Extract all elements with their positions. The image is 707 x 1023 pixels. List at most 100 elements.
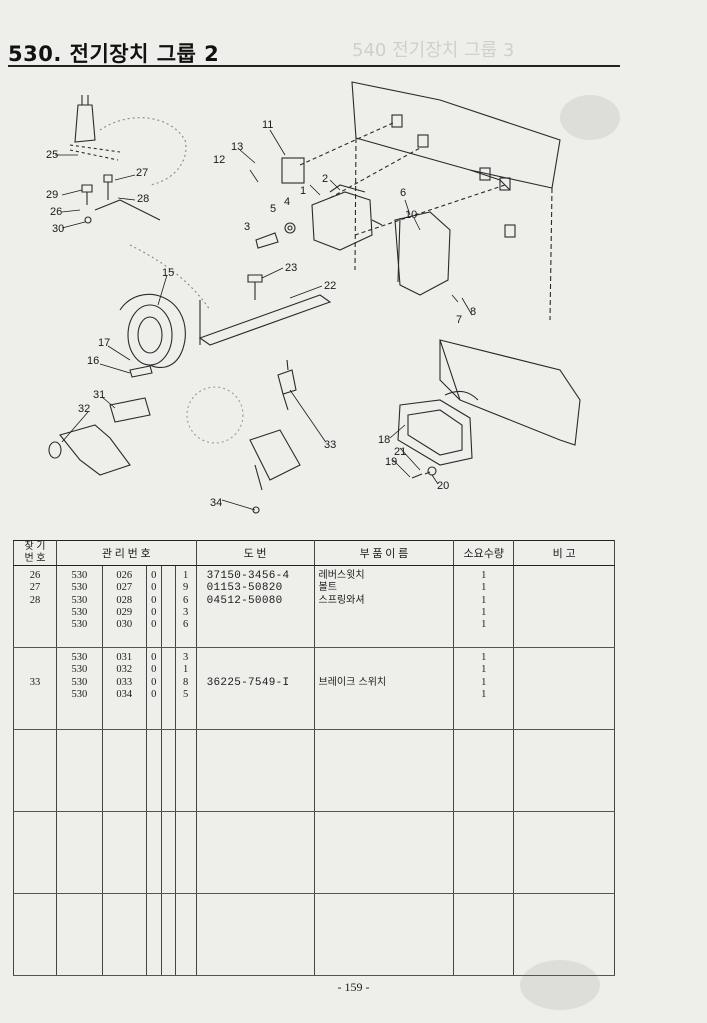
- flasher-part-10: [394, 211, 451, 296]
- cell-line: [319, 664, 454, 676]
- cell-line: 530: [71, 582, 88, 594]
- remarks-cell: [513, 893, 615, 976]
- cell-line: 1: [481, 594, 487, 606]
- cell-line: 3: [183, 606, 189, 618]
- ref-cell: 33: [13, 647, 57, 730]
- remarks-cell: [513, 647, 615, 730]
- svg-text:17: 17: [98, 337, 110, 349]
- svg-text:11: 11: [262, 119, 273, 131]
- digit2-cell: [160, 565, 176, 648]
- cell-line: 37150-3456-4: [206, 570, 290, 582]
- svg-text:29: 29: [46, 189, 58, 201]
- cell-line: 0: [151, 582, 157, 594]
- header-management-no: 관 리 번 호: [55, 540, 197, 566]
- svg-text:10: 10: [405, 209, 417, 221]
- panel-outline: [351, 81, 561, 189]
- cell-line: 1: [481, 688, 487, 700]
- cell-line: 034: [116, 688, 133, 700]
- cell-line: [14, 689, 56, 701]
- cell-line: 1: [481, 676, 487, 688]
- frame-outline: [439, 339, 581, 446]
- svg-text:26: 26: [50, 206, 62, 218]
- drawing-no-cell: [195, 811, 315, 894]
- cell-line: 5: [183, 688, 189, 700]
- part-name-cell: [313, 811, 455, 894]
- svg-text:5: 5: [270, 203, 276, 215]
- code-cell: [101, 893, 147, 976]
- drawing-no-cell: 36225-7549-I: [195, 647, 315, 730]
- group-cell: [55, 811, 103, 894]
- cell-line: [319, 701, 454, 713]
- part-name-cell: 브레이크 스위치: [313, 647, 455, 730]
- lever-switch-part-25: [74, 104, 96, 143]
- svg-text:8: 8: [470, 306, 476, 318]
- cell-line: 1: [481, 619, 487, 631]
- cell-line: 0: [151, 594, 157, 606]
- svg-text:1: 1: [300, 185, 306, 197]
- cell-line: [207, 701, 314, 713]
- cell-line: [319, 652, 454, 664]
- page-number: - 159 -: [337, 980, 370, 994]
- cell-line: 530: [71, 606, 88, 618]
- cell-line: [319, 619, 454, 631]
- bleed-through-title: 540 전기장치 그룹 3: [352, 40, 515, 61]
- cell-line: 1: [481, 606, 487, 618]
- svg-text:12: 12: [213, 154, 225, 166]
- header-drawing-no: 도 번: [195, 540, 315, 566]
- cell-line: 028: [116, 594, 133, 606]
- digit1-cell: [145, 811, 162, 894]
- cell-line: 36225-7549-I: [206, 676, 290, 689]
- part-name-cell: [313, 893, 455, 976]
- cell-line: [176, 701, 196, 713]
- svg-text:32: 32: [78, 403, 90, 415]
- cell-line: 032: [116, 664, 133, 676]
- header-part-name: 부 품 이 름: [313, 540, 455, 566]
- cell-line: 27: [29, 582, 41, 594]
- cell-line: 0: [151, 652, 157, 663]
- group-cell: [55, 893, 103, 976]
- cell-line: 04512-50080: [206, 594, 283, 607]
- cell-line: 1: [481, 664, 487, 676]
- cell-line: 33: [29, 676, 41, 688]
- bracket-part-22: [198, 294, 332, 346]
- svg-text:13: 13: [231, 141, 243, 153]
- svg-text:34: 34: [210, 497, 222, 509]
- ref-cell: [13, 729, 57, 812]
- cell-line: 026: [116, 570, 133, 581]
- cell-line: 0: [151, 570, 157, 581]
- svg-text:25: 25: [46, 149, 58, 161]
- svg-text:18: 18: [378, 434, 390, 446]
- cell-line: 0: [151, 676, 157, 688]
- digit1-cell: [145, 893, 162, 976]
- cell-line: 1: [481, 570, 487, 581]
- cell-line: 브레이크 스위치: [318, 676, 387, 688]
- svg-text:27: 27: [136, 167, 148, 179]
- cell-line: 6: [183, 619, 189, 631]
- cell-line: 530: [71, 676, 88, 688]
- table-row-block: [13, 811, 615, 894]
- table-row-block: [13, 893, 615, 976]
- cell-line: 26: [29, 570, 41, 581]
- cell-line: 레버스윗치: [318, 570, 365, 581]
- svg-text:15: 15: [162, 267, 174, 279]
- cell-line: [103, 701, 146, 713]
- cell-line: 3: [183, 652, 189, 663]
- cell-line: 0: [151, 664, 157, 676]
- cell-line: [319, 607, 454, 619]
- cell-line: [14, 701, 56, 713]
- cell-line: [207, 619, 314, 631]
- remarks-cell: [513, 811, 615, 894]
- cell-line: 530: [71, 652, 88, 663]
